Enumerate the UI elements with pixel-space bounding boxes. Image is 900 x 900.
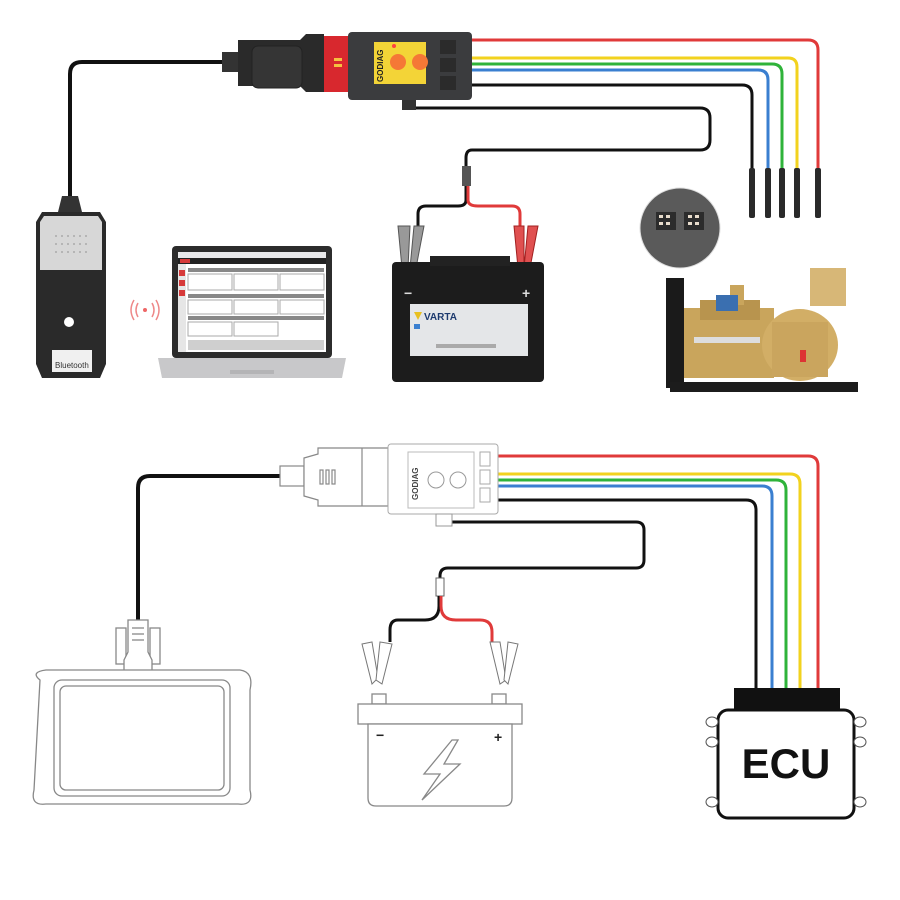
- lightning-bolt-icon: [421, 739, 462, 801]
- bottom-section: GODIAG − +: [32, 443, 867, 820]
- car-battery-varta: − + VARTA: [392, 256, 544, 382]
- black-clamp: [397, 225, 425, 269]
- probe-black: [749, 168, 755, 218]
- battery-brand-label: VARTA: [424, 312, 457, 323]
- wire-probes: [749, 168, 821, 218]
- probe-red: [815, 168, 821, 218]
- vci-bluetooth-device: Bluetooth: [36, 196, 106, 378]
- obd-connector-bottom: [279, 447, 389, 507]
- red-clamp-bottom: [489, 641, 519, 685]
- godiag-brand-label-top: GODIAG: [376, 50, 385, 82]
- godiag-brand-label-bottom: GODIAG: [411, 468, 420, 500]
- power-loop-cable: [410, 106, 712, 170]
- orange-button-1[interactable]: [390, 54, 406, 70]
- red-clamp: [513, 225, 539, 269]
- wire-black-bottom: [498, 498, 758, 690]
- black-clamp-bottom: [361, 641, 393, 685]
- wire-green: [470, 62, 784, 170]
- bottom-colored-wires: [498, 454, 820, 690]
- wireless-signal-icon: [130, 299, 160, 321]
- connector-closeup-inset: [639, 187, 721, 269]
- power-loop-cable-bottom: [438, 520, 646, 582]
- battery-red-lead: [466, 186, 522, 232]
- varta-logo-icon: [414, 312, 422, 320]
- battery-black-lead-bottom: [388, 596, 441, 642]
- laptop: [158, 246, 346, 378]
- diesel-generator: [666, 268, 858, 392]
- battery-plus-bottom: +: [494, 729, 502, 745]
- wire-blue: [470, 68, 770, 170]
- vci-bluetooth-label: Bluetooth: [55, 361, 89, 370]
- battery-red-lead-bottom: [439, 596, 494, 642]
- vci-logo-icon: [64, 317, 74, 327]
- top-section: GODIAG Bluetooth: [36, 32, 858, 392]
- inline-fuse-connector: [462, 166, 471, 186]
- ecu-connector-block: [734, 688, 840, 710]
- battery-minus-bottom: −: [376, 727, 384, 743]
- battery-black-lead: [416, 186, 468, 232]
- wire-yellow-bottom: [498, 472, 802, 690]
- battery-minus-top: −: [404, 285, 412, 301]
- probe-yellow: [794, 168, 800, 218]
- probe-blue: [765, 168, 771, 218]
- wire-yellow: [470, 56, 799, 170]
- wire-green-bottom: [498, 478, 788, 690]
- top-colored-wires: [470, 38, 820, 170]
- car-battery-outline: [357, 693, 523, 807]
- orange-button-2[interactable]: [412, 54, 428, 70]
- wire-blue-bottom: [498, 484, 774, 690]
- diagnostic-tablet: [32, 619, 252, 805]
- godiag-breakout-box-bottom: GODIAG: [387, 443, 499, 527]
- led-indicator: [392, 44, 396, 48]
- vci-obd-cable: [68, 60, 228, 196]
- probe-green: [779, 168, 785, 218]
- battery-plus-top: +: [522, 285, 530, 301]
- wire-red-bottom: [498, 454, 820, 690]
- ecu-module: ECU: [705, 688, 867, 820]
- inline-fuse-connector-bottom: [435, 577, 445, 597]
- godiag-breakout-box-top: GODIAG: [348, 32, 472, 100]
- laptop-screen: [178, 252, 326, 352]
- wire-black: [470, 83, 754, 170]
- wire-red: [470, 38, 820, 170]
- tablet-obd-cable: [136, 474, 282, 626]
- ecu-label: ECU: [742, 740, 831, 787]
- obd-connector-top: [222, 34, 348, 92]
